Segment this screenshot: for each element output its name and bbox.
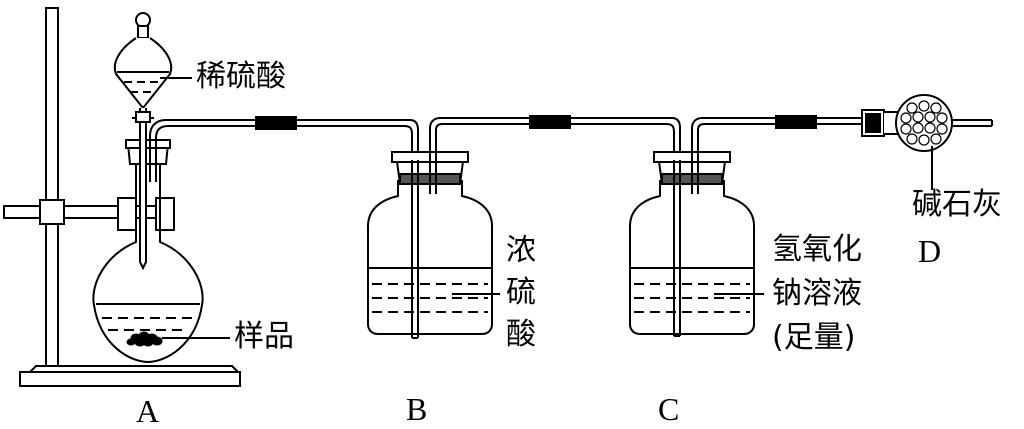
label-apparatus-d: D: [918, 233, 942, 269]
wash-bottle-b: [367, 151, 493, 339]
label-soda-lime: 碱石灰: [912, 187, 1002, 222]
label-dilute-sulfuric-acid: 稀硫酸: [196, 59, 286, 94]
rubber-connector-bc: [529, 115, 571, 129]
sample-granules: [126, 331, 163, 347]
label-concentrated-sulfuric-acid: 浓硫酸: [506, 233, 536, 352]
label-apparatus-a: A: [136, 393, 160, 429]
label-apparatus-c: C: [658, 391, 680, 427]
drying-tube-d: [861, 94, 993, 152]
label-apparatus-b: B: [406, 391, 428, 427]
separatory-funnel: [113, 12, 173, 271]
label-sample: 样品: [234, 319, 294, 354]
soda-lime-granules: [900, 100, 948, 146]
label-sodium-hydroxide-solution: 氢氧化 钠溶液 (足量): [772, 232, 862, 355]
rubber-connector-ab: [255, 116, 297, 130]
round-bottom-flask: [92, 162, 204, 364]
tube-c-d: [691, 117, 866, 160]
wash-bottle-c: [629, 151, 755, 337]
rubber-connector-cd: [775, 115, 817, 129]
iron-stand: [3, 7, 241, 387]
